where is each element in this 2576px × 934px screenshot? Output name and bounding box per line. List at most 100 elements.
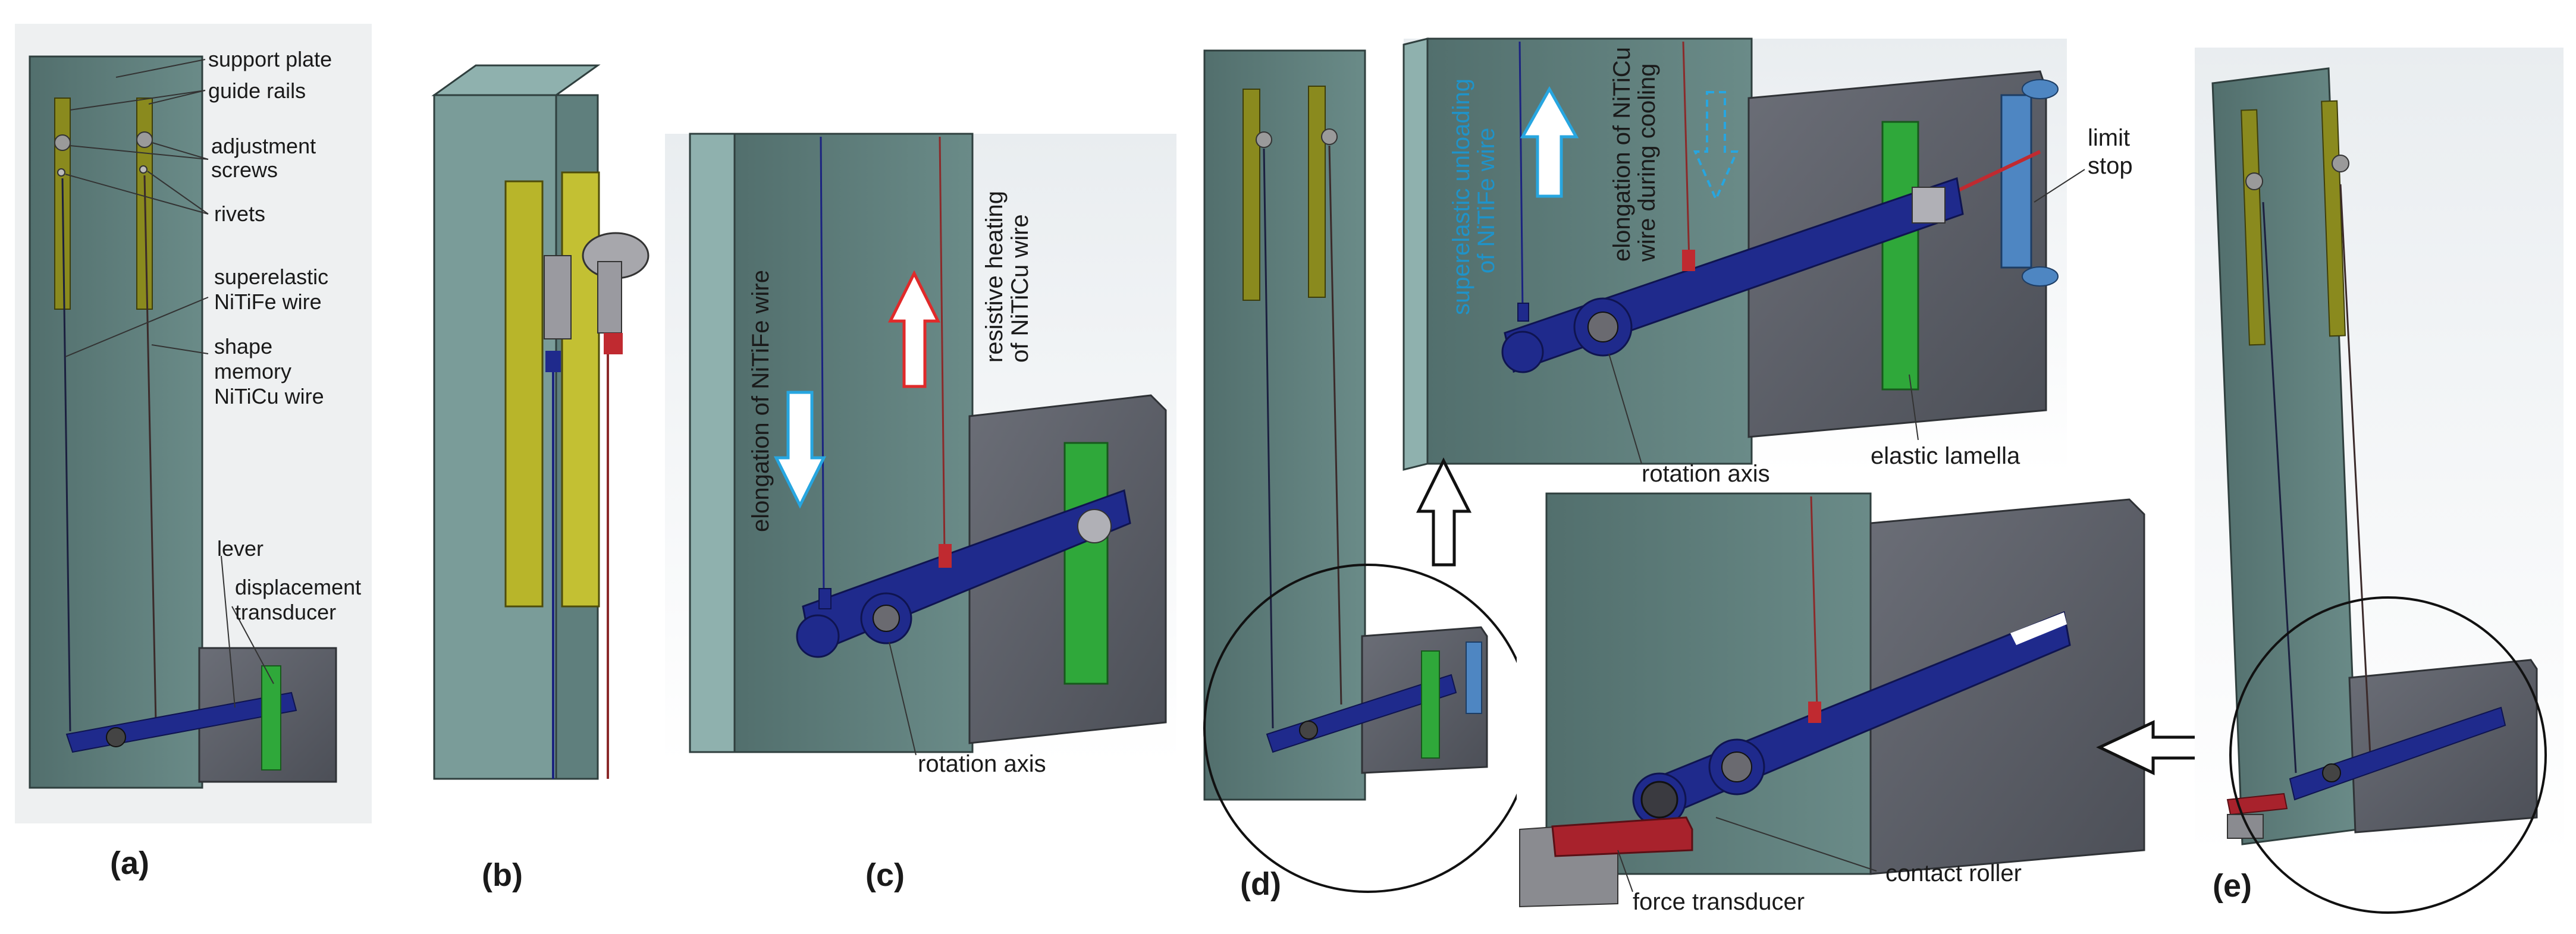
leader-rotation-axis [889, 641, 917, 756]
support-plate [1545, 492, 1872, 875]
niti-fe-wire [61, 178, 71, 732]
guide-rail-right [561, 171, 600, 608]
lever-pivot-icon [2322, 763, 2341, 782]
label-rotation-axis: rotation axis [1642, 461, 1770, 487]
niti-cu-wire [2339, 184, 2371, 756]
label-cooling-1: elongation of NiTiCu [1609, 47, 1635, 262]
limit-stop-part [2000, 94, 2032, 269]
panel-a: support plate guide rails adjustment scr… [15, 24, 372, 881]
niti-cu-wire [1682, 41, 1690, 262]
label-rivets: rivets [214, 202, 265, 226]
label-heating-2: of NiTiCu wire [1007, 214, 1033, 363]
leader-rotation-axis [1608, 353, 1642, 464]
guide-rail-left [1242, 89, 1260, 301]
lever [2289, 706, 2506, 801]
housing-box [1869, 498, 2145, 875]
label-shape-memory-1: shape [214, 334, 272, 358]
label-adjustment-screws-2: screws [211, 158, 278, 182]
niti-fe-wire [2262, 202, 2297, 773]
label-limit-1: limit [2088, 125, 2130, 151]
up-arrow-icon [887, 270, 941, 388]
elastic-lamella-part [1881, 121, 1919, 391]
label-rotation-axis: rotation axis [918, 751, 1046, 777]
leader-force-transducer [1617, 850, 1633, 892]
caption-e: (e) [2213, 868, 2252, 904]
crimp-red [1682, 250, 1695, 271]
label-unloading-2: of NiTiFe wire [1473, 128, 1499, 273]
lever-end [1501, 331, 1544, 373]
zoom-up-arrow-icon [1416, 457, 1472, 567]
support-plate [1426, 37, 1753, 465]
niti-cu-wire [143, 175, 157, 723]
guide-rail-right [2321, 100, 2346, 337]
leader-elastic-lamella [1909, 374, 1919, 441]
support-plate [1203, 49, 1366, 801]
guide-rail-left [2241, 109, 2266, 346]
guide-rail-left [504, 180, 544, 608]
niti-fe-wire [1263, 148, 1274, 729]
plate-side-face [689, 133, 736, 753]
lever-pin-icon [1077, 509, 1112, 543]
label-force-transducer: force transducer [1633, 889, 1805, 915]
label-shape-memory-3: NiTiCu wire [214, 384, 324, 408]
limit-stop-part [1466, 641, 1482, 714]
crimp-blue [818, 588, 832, 609]
plate-side-face [1402, 37, 1429, 471]
leader-limit-stop [2034, 169, 2085, 203]
lever-tip-clamp [1912, 187, 1946, 224]
label-cooling-2: wire during cooling [1634, 63, 1660, 262]
label-elongation: elongation of NiTiFe wire [748, 270, 774, 532]
support-plate [733, 133, 974, 753]
zoom-circle-e [2229, 596, 2547, 914]
panel-d-lower-inset: contact roller force transducer [1517, 490, 2159, 915]
adjustment-screw-left-icon [1256, 131, 1272, 148]
caption-a: (a) [110, 845, 149, 881]
panel-d-upper-inset: superelastic unloading of NiTiFe wire el… [1402, 37, 2133, 487]
label-unloading-1: superelastic unloading [1448, 78, 1474, 315]
force-transducer-part [1551, 816, 1693, 857]
rotation-axis-icon [1721, 751, 1752, 782]
niti-cu-wire [1810, 496, 1818, 708]
niti-cu-wire [939, 136, 946, 554]
crimp-red [939, 544, 952, 568]
caption-c: (c) [865, 857, 905, 893]
contact-roller-icon [1640, 781, 1678, 819]
label-limit-2: stop [2088, 153, 2133, 179]
panel-a-leaders [65, 59, 274, 708]
label-support-plate: support plate [208, 47, 332, 71]
label-elastic-lamella: elastic lamella [1871, 443, 2020, 469]
adjustment-screw-left-icon [2245, 172, 2263, 190]
panel-c: elongation of NiTiFe wire resistive heat… [665, 133, 1176, 893]
adjustment-screw-right-icon [2332, 155, 2349, 172]
wire-clamp-right [597, 261, 622, 334]
up-arrow-icon [1520, 86, 1579, 198]
force-transducer-part [2226, 793, 2288, 816]
label-displacement-2: transducer [235, 600, 336, 624]
leader-contact-roller [1715, 817, 1877, 872]
rivet-left-icon [57, 168, 65, 177]
caption-d: (d) [1240, 866, 1281, 902]
lever-fork-slot [2010, 612, 2067, 645]
niti-fe-wire [1518, 41, 1524, 313]
crimp-red [604, 333, 623, 354]
label-shape-memory-2: memory [214, 359, 291, 383]
panel-b: (b) [431, 59, 662, 893]
crimp-red [1808, 702, 1821, 723]
rotation-axis-icon [1587, 312, 1618, 342]
guide-rail-right [1308, 86, 1326, 298]
label-heating-1: resistive heating [981, 191, 1008, 363]
label-superelastic-1: superelastic [214, 265, 328, 289]
label-lever: lever [217, 536, 263, 561]
lever-pivot-icon [106, 727, 126, 747]
displacement-transducer-part [1421, 650, 1440, 759]
crimp-blue [545, 351, 561, 372]
lever-pivot-icon [1299, 721, 1318, 740]
niti-cu-wire [1328, 145, 1342, 705]
label-displacement-1: displacement [235, 575, 361, 599]
dashed-down-arrow-icon [1693, 91, 1739, 202]
label-contact-roller: contact roller [1885, 860, 2022, 886]
label-adjustment-screws-1: adjustment [211, 134, 316, 158]
base-block [2227, 814, 2264, 839]
adjustment-screw-right-icon [136, 131, 153, 148]
lever-end [796, 614, 840, 658]
